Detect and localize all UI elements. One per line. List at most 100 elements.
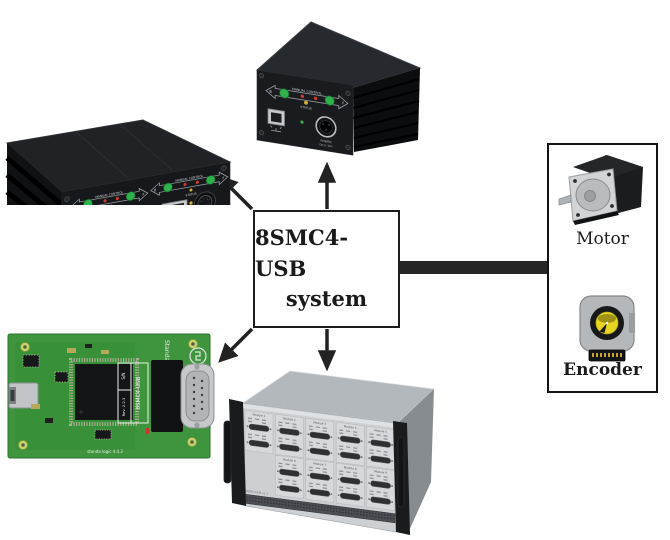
- heatsink-ribs: [352, 77, 420, 149]
- rack-modules-grid: Module 1 Module 2 Module 3 Module 4 Module 5…: [244, 409, 395, 511]
- passive-component: [67, 348, 76, 353]
- encoder-image: [579, 295, 635, 362]
- device-front-panel: STATUS POWER DC12-36V: [256, 69, 354, 156]
- system-box-title-line1: 8SMC4-USB: [255, 225, 349, 281]
- arrow-upleft-line: [229, 186, 254, 211]
- rack-module: Module 5: [366, 425, 395, 470]
- status-led: [304, 100, 308, 105]
- jack-screw: [194, 364, 200, 370]
- rack-module: Module 9: [366, 466, 395, 511]
- dsub-inner: [185, 370, 210, 422]
- controller-pcb-image: 8SMC4-USB S/N Rev. 2.2.3 Standa standa l…: [7, 333, 215, 459]
- mounting-hole-centers: [21, 342, 195, 447]
- power-led: [300, 120, 304, 124]
- jack-screw: [194, 422, 200, 428]
- passive-component: [45, 418, 53, 423]
- encoder-pins: [592, 353, 622, 357]
- heatsink-rib: [5, 190, 28, 205]
- motor-base-shadow: [573, 211, 619, 225]
- system-box: 8SMC4-USB system: [253, 210, 400, 328]
- rack-right-handle: [397, 436, 405, 508]
- rack-module: Module 8: [335, 462, 365, 508]
- rack-system-image: Module 1 Module 2 Module 3 Module 4 Module 5…: [223, 370, 435, 535]
- chip-pin1-dot: [79, 410, 83, 414]
- pcb-serial-label: S/N: [121, 373, 126, 380]
- encoder-side-tab: [629, 313, 635, 333]
- power-label: POWER: [320, 139, 331, 145]
- dsub-pins: [192, 376, 204, 415]
- rack-module: Module 6: [275, 454, 304, 500]
- encoder-label: Encoder: [563, 360, 642, 380]
- rack-module-title: Module 1: [253, 412, 266, 418]
- rack-module-title: Module 5: [374, 428, 387, 434]
- power-rating-label: DC12-36V: [319, 142, 332, 148]
- encoder-connector: [588, 349, 626, 362]
- power-pins: [321, 122, 331, 132]
- mini-usb-slot: [10, 390, 15, 401]
- passive-component: [31, 404, 40, 409]
- rack-module: Module 3: [305, 417, 335, 463]
- motor-label: Motor: [576, 229, 629, 249]
- power-pins: [199, 196, 211, 205]
- motor-hub: [584, 190, 596, 202]
- motor-shaft: [558, 194, 572, 206]
- panel-screws: [64, 165, 227, 202]
- rack-module-title: Module 8: [344, 465, 357, 471]
- pcb-model-label: 8SMC4-USB: [136, 376, 142, 409]
- arrow-downleft-head: [218, 342, 239, 363]
- rack-module-title: Module 4: [344, 424, 357, 430]
- passive-component: [85, 344, 92, 348]
- brand-logo-glyph: [195, 351, 201, 361]
- device-front-panel: STATUS STATUS DATA PORT: [61, 161, 231, 205]
- silkscreen-box: [117, 362, 149, 424]
- arrow-down-head: [317, 350, 337, 372]
- panel-screws: [258, 73, 351, 150]
- status-label: STATUS: [300, 105, 311, 111]
- rack-module-title: Module 9: [374, 469, 387, 475]
- main-mcu-chip: [75, 364, 133, 420]
- encoder-lens-shade: [598, 314, 616, 323]
- usb-icon: [270, 125, 282, 133]
- pcb-brand-label: Standa: [163, 340, 170, 361]
- status-led: [189, 188, 193, 192]
- rack-module: Module 4: [335, 421, 365, 467]
- case-seam: [119, 123, 173, 171]
- heatsink-rib: [5, 156, 64, 205]
- passive-component: [101, 350, 109, 354]
- encoder-center-dot: [605, 321, 609, 325]
- pcb-revision-label: Rev. 2.2.3: [121, 397, 126, 416]
- motor-encoder-box: Motor Encoder: [547, 143, 658, 393]
- two-axis-controller-image: MANUAL CONTROL B F STATUS STATUS: [5, 119, 232, 205]
- ic-chip: [22, 354, 40, 368]
- stepper-motor-image: [558, 155, 643, 225]
- heatsink-rib: [5, 173, 47, 205]
- pcb-footer-label: standa logic 4.4.2: [87, 449, 123, 454]
- grille-hatch: [246, 496, 394, 517]
- rack-left-handle: [223, 420, 232, 484]
- one-axis-controller-image: STATUS POWER DC12-36V: [255, 21, 422, 156]
- ic-chip: [54, 371, 69, 383]
- rack-panel-label: 8SMC4-ICB v1.1: [246, 489, 269, 496]
- rack-left-rail: [229, 399, 246, 506]
- rack-module: Module 1: [244, 409, 274, 455]
- encoder-pointer: [599, 323, 607, 333]
- pcb-led: [146, 428, 149, 434]
- case-seam: [74, 130, 129, 179]
- rack-module: Module 2: [275, 413, 304, 459]
- arrow-downleft-line: [229, 327, 254, 352]
- power-led: [189, 201, 193, 205]
- panel-top-strip: [243, 404, 396, 428]
- rack-module-title: Module 6: [283, 457, 296, 463]
- rack-module: Module 7: [305, 458, 335, 504]
- grille-hatch: [246, 499, 394, 520]
- status-label: STATUS: [185, 192, 196, 198]
- ic-chip: [94, 429, 112, 440]
- rack-module-title: Module 3: [313, 420, 326, 426]
- usb-b-slot: [271, 112, 282, 123]
- rack-module-title: Module 7: [313, 461, 326, 467]
- dsub-body: [151, 360, 183, 432]
- system-box-title-line2: system: [285, 286, 368, 312]
- rack-module-title: Module 2: [283, 416, 296, 422]
- usb-a-slot: [165, 202, 184, 205]
